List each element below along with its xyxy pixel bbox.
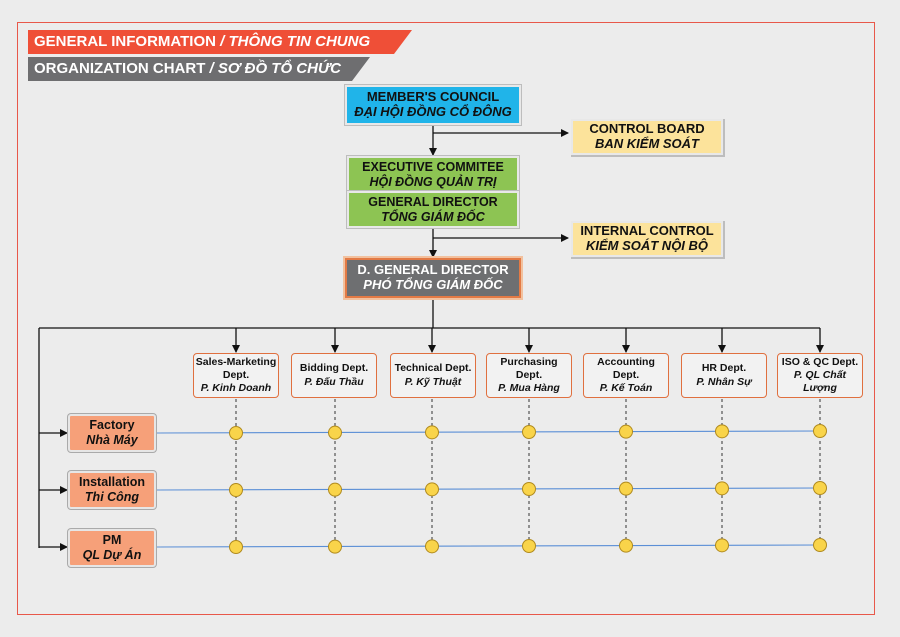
banner-org-vi: SƠ ĐỒ TỔ CHỨC <box>217 60 341 77</box>
department-label-vi: P. Nhân Sự <box>696 375 752 388</box>
control-board-box: CONTROL BOARD BAN KIỂM SOÁT <box>571 119 723 155</box>
department-bidding: Bidding Dept. P. Đấu Thầu <box>291 353 377 398</box>
matrix-node-dot <box>425 425 439 440</box>
matrix-node-dot <box>619 481 633 496</box>
banner-general-vi: THÔNG TIN CHUNG <box>228 33 371 50</box>
matrix-node-dot <box>619 424 633 439</box>
department-label-vi: P. Mua Hàng <box>498 382 560 395</box>
department-label: Technical Dept. <box>394 362 472 375</box>
department-technical: Technical Dept. P. Kỹ Thuật <box>390 353 476 398</box>
banner-org-en: ORGANIZATION CHART <box>34 60 206 77</box>
executive-committee-box: EXECUTIVE COMMITEE HỘI ĐỒNG QUẢN TRỊ <box>347 156 519 193</box>
department-label: Sales-Marketing Dept. <box>195 355 277 381</box>
unit-installation: Installation Thi Công <box>68 471 156 509</box>
banner-organization-chart: ORGANIZATION CHART / SƠ ĐỒ TỔ CHỨC <box>28 57 370 81</box>
banner-org-sep: / <box>205 60 218 77</box>
control-board-en: CONTROL BOARD <box>589 121 705 137</box>
matrix-node-dot <box>813 424 827 438</box>
department-label-vi: P. Kỹ Thuật <box>404 375 462 388</box>
unit-label: Factory <box>89 418 135 432</box>
department-label: Accounting Dept. <box>597 355 655 381</box>
deputy-director-vi: PHÓ TỔNG GIÁM ĐỐC <box>363 277 503 292</box>
matrix-node-dot <box>522 482 536 496</box>
chart-frame <box>17 22 875 615</box>
department-label-vi: P. Đấu Thầu <box>304 375 364 388</box>
unit-label-vi: Thi Công <box>84 490 140 504</box>
banner-general-sep: / <box>215 33 229 50</box>
matrix-node-dot <box>522 425 536 439</box>
department-label: Bidding Dept. <box>299 362 369 375</box>
department-label-vi: P. QL Chất Lượng <box>793 368 847 395</box>
department-sales-marketing: Sales-Marketing Dept. P. Kinh Doanh <box>193 353 279 398</box>
unit-label: Installation <box>79 475 145 489</box>
council-vi: ĐẠI HỘI ĐỒNG CỔ ĐÔNG <box>354 104 512 119</box>
department-label: HR Dept. <box>701 362 747 375</box>
members-council-box: MEMBER'S COUNCIL ĐẠI HỘI ĐỒNG CỔ ĐÔNG <box>345 85 521 125</box>
department-label-vi: P. Kế Toán <box>599 382 653 395</box>
matrix-node-dot <box>715 481 729 496</box>
general-director-en: GENERAL DIRECTOR <box>368 195 498 210</box>
unit-pm: PM QL Dự Án <box>68 529 156 567</box>
department-accounting: Accounting Dept. P. Kế Toán <box>583 353 669 398</box>
department-label: Purchasing Dept. <box>500 355 558 381</box>
matrix-horizontal-line <box>156 487 821 491</box>
matrix-node-dot <box>229 540 243 554</box>
department-label-vi: P. Kinh Doanh <box>200 382 272 395</box>
matrix-node-dot <box>425 482 439 497</box>
banner-general-en: GENERAL INFORMATION <box>34 33 216 50</box>
department-label: ISO & QC Dept. <box>781 355 859 368</box>
unit-label: PM <box>102 533 122 547</box>
matrix-node-dot <box>328 482 342 497</box>
control-board-vi: BAN KIỂM SOÁT <box>595 136 699 151</box>
department-hr: HR Dept. P. Nhân Sự <box>681 353 767 398</box>
matrix-horizontal-line <box>156 430 821 434</box>
council-en: MEMBER'S COUNCIL <box>366 89 500 105</box>
matrix-node-dot <box>619 538 633 553</box>
matrix-node-dot <box>813 481 827 495</box>
executive-vi: HỘI ĐỒNG QUẢN TRỊ <box>369 174 497 189</box>
internal-control-box: INTERNAL CONTROL KIỂM SOÁT NỘI BỘ <box>571 221 723 257</box>
matrix-horizontal-line <box>156 544 821 548</box>
unit-factory: Factory Nhà Máy <box>68 414 156 452</box>
matrix-node-dot <box>715 538 729 553</box>
matrix-node-dot <box>425 539 439 554</box>
unit-label-vi: Nhà Máy <box>86 433 138 447</box>
general-director-box: GENERAL DIRECTOR TỔNG GIÁM ĐỐC <box>347 191 519 228</box>
matrix-node-dot <box>328 539 342 554</box>
matrix-node-dot <box>229 483 243 497</box>
department-iso-qc: ISO & QC Dept. P. QL Chất Lượng <box>777 353 863 398</box>
executive-en: EXECUTIVE COMMITEE <box>362 160 504 175</box>
matrix-node-dot <box>229 426 243 440</box>
deputy-general-director-box: D. GENERAL DIRECTOR PHÓ TỔNG GIÁM ĐỐC <box>345 258 521 298</box>
internal-control-vi: KIỂM SOÁT NỘI BỘ <box>585 238 709 253</box>
internal-control-en: INTERNAL CONTROL <box>580 223 714 239</box>
general-director-vi: TỔNG GIÁM ĐỐC <box>381 209 485 224</box>
matrix-node-dot <box>328 425 342 440</box>
department-purchasing: Purchasing Dept. P. Mua Hàng <box>486 353 572 398</box>
matrix-node-dot <box>813 538 827 552</box>
matrix-node-dot <box>715 424 729 439</box>
matrix-node-dot <box>522 539 536 553</box>
unit-label-vi: QL Dự Án <box>82 548 142 562</box>
deputy-director-en: D. GENERAL DIRECTOR <box>357 262 509 278</box>
banner-general-information: GENERAL INFORMATION / THÔNG TIN CHUNG <box>28 30 412 54</box>
